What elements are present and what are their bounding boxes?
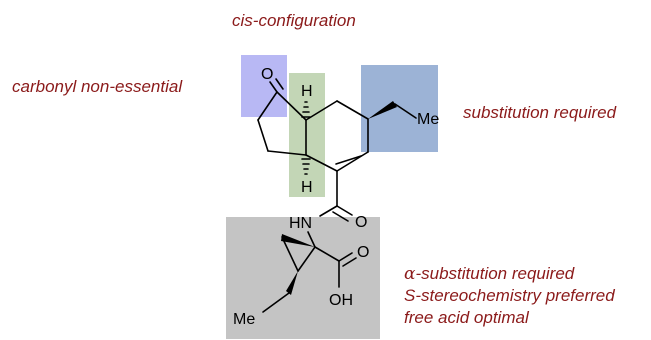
- bond: [336, 100, 369, 120]
- free-acid-label: free acid optimal: [404, 308, 529, 327]
- cis-configuration-label: cis-configuration: [232, 11, 356, 30]
- bottom-hydrogen-label: H: [301, 179, 313, 196]
- bond: [257, 119, 269, 152]
- amide-oxygen-label: O: [355, 214, 367, 231]
- wedge-bond: [368, 101, 397, 119]
- bond: [305, 154, 338, 172]
- acid-hydroxyl-label: OH: [329, 292, 353, 309]
- wedge-bond: [286, 271, 298, 295]
- bond: [269, 81, 278, 93]
- alpha-substitution-label: α-substitution required: [404, 263, 615, 285]
- bond: [319, 205, 338, 217]
- wedge-bond: [281, 234, 315, 247]
- bond: [305, 100, 338, 121]
- bond: [297, 246, 316, 272]
- bond: [394, 103, 417, 119]
- alpha-symbol: α: [404, 264, 416, 284]
- bottom-methyl-label: Me: [233, 311, 255, 328]
- bond: [336, 205, 353, 216]
- hashed-bond-top: [301, 101, 311, 118]
- bond: [335, 155, 362, 165]
- carbonyl-highlight-box: [241, 55, 287, 117]
- substitution-highlight-box: [361, 65, 438, 152]
- acid-carbonyl-oxygen-label: O: [357, 244, 369, 261]
- carbonyl-label: carbonyl non-essential: [12, 77, 183, 96]
- stereochemistry-label: S-stereochemistry preferred: [404, 286, 615, 305]
- bond: [338, 252, 353, 262]
- bond: [307, 231, 316, 248]
- bond: [332, 211, 349, 222]
- cis-highlight-box: [289, 73, 325, 197]
- bond: [314, 246, 340, 262]
- acid-highlight-box: [226, 217, 380, 339]
- ketone-oxygen-label: O: [261, 66, 273, 83]
- acid-annotation-group: α-substitution required S-stereochemistr…: [404, 263, 615, 329]
- bond: [262, 292, 290, 313]
- substitution-label: substitution required: [463, 103, 617, 122]
- hashed-bond-bottom: [301, 158, 311, 175]
- bond: [267, 150, 307, 156]
- amide-nitrogen-label: HN: [289, 215, 312, 232]
- ethyl-methyl-label: Me: [417, 111, 439, 128]
- bond: [275, 78, 284, 90]
- bond: [336, 151, 369, 172]
- bond: [276, 91, 307, 121]
- bond: [281, 236, 299, 272]
- bond: [257, 91, 278, 121]
- top-hydrogen-label: H: [301, 83, 313, 100]
- bond: [342, 257, 357, 267]
- alpha-substitution-text: -substitution required: [415, 264, 575, 283]
